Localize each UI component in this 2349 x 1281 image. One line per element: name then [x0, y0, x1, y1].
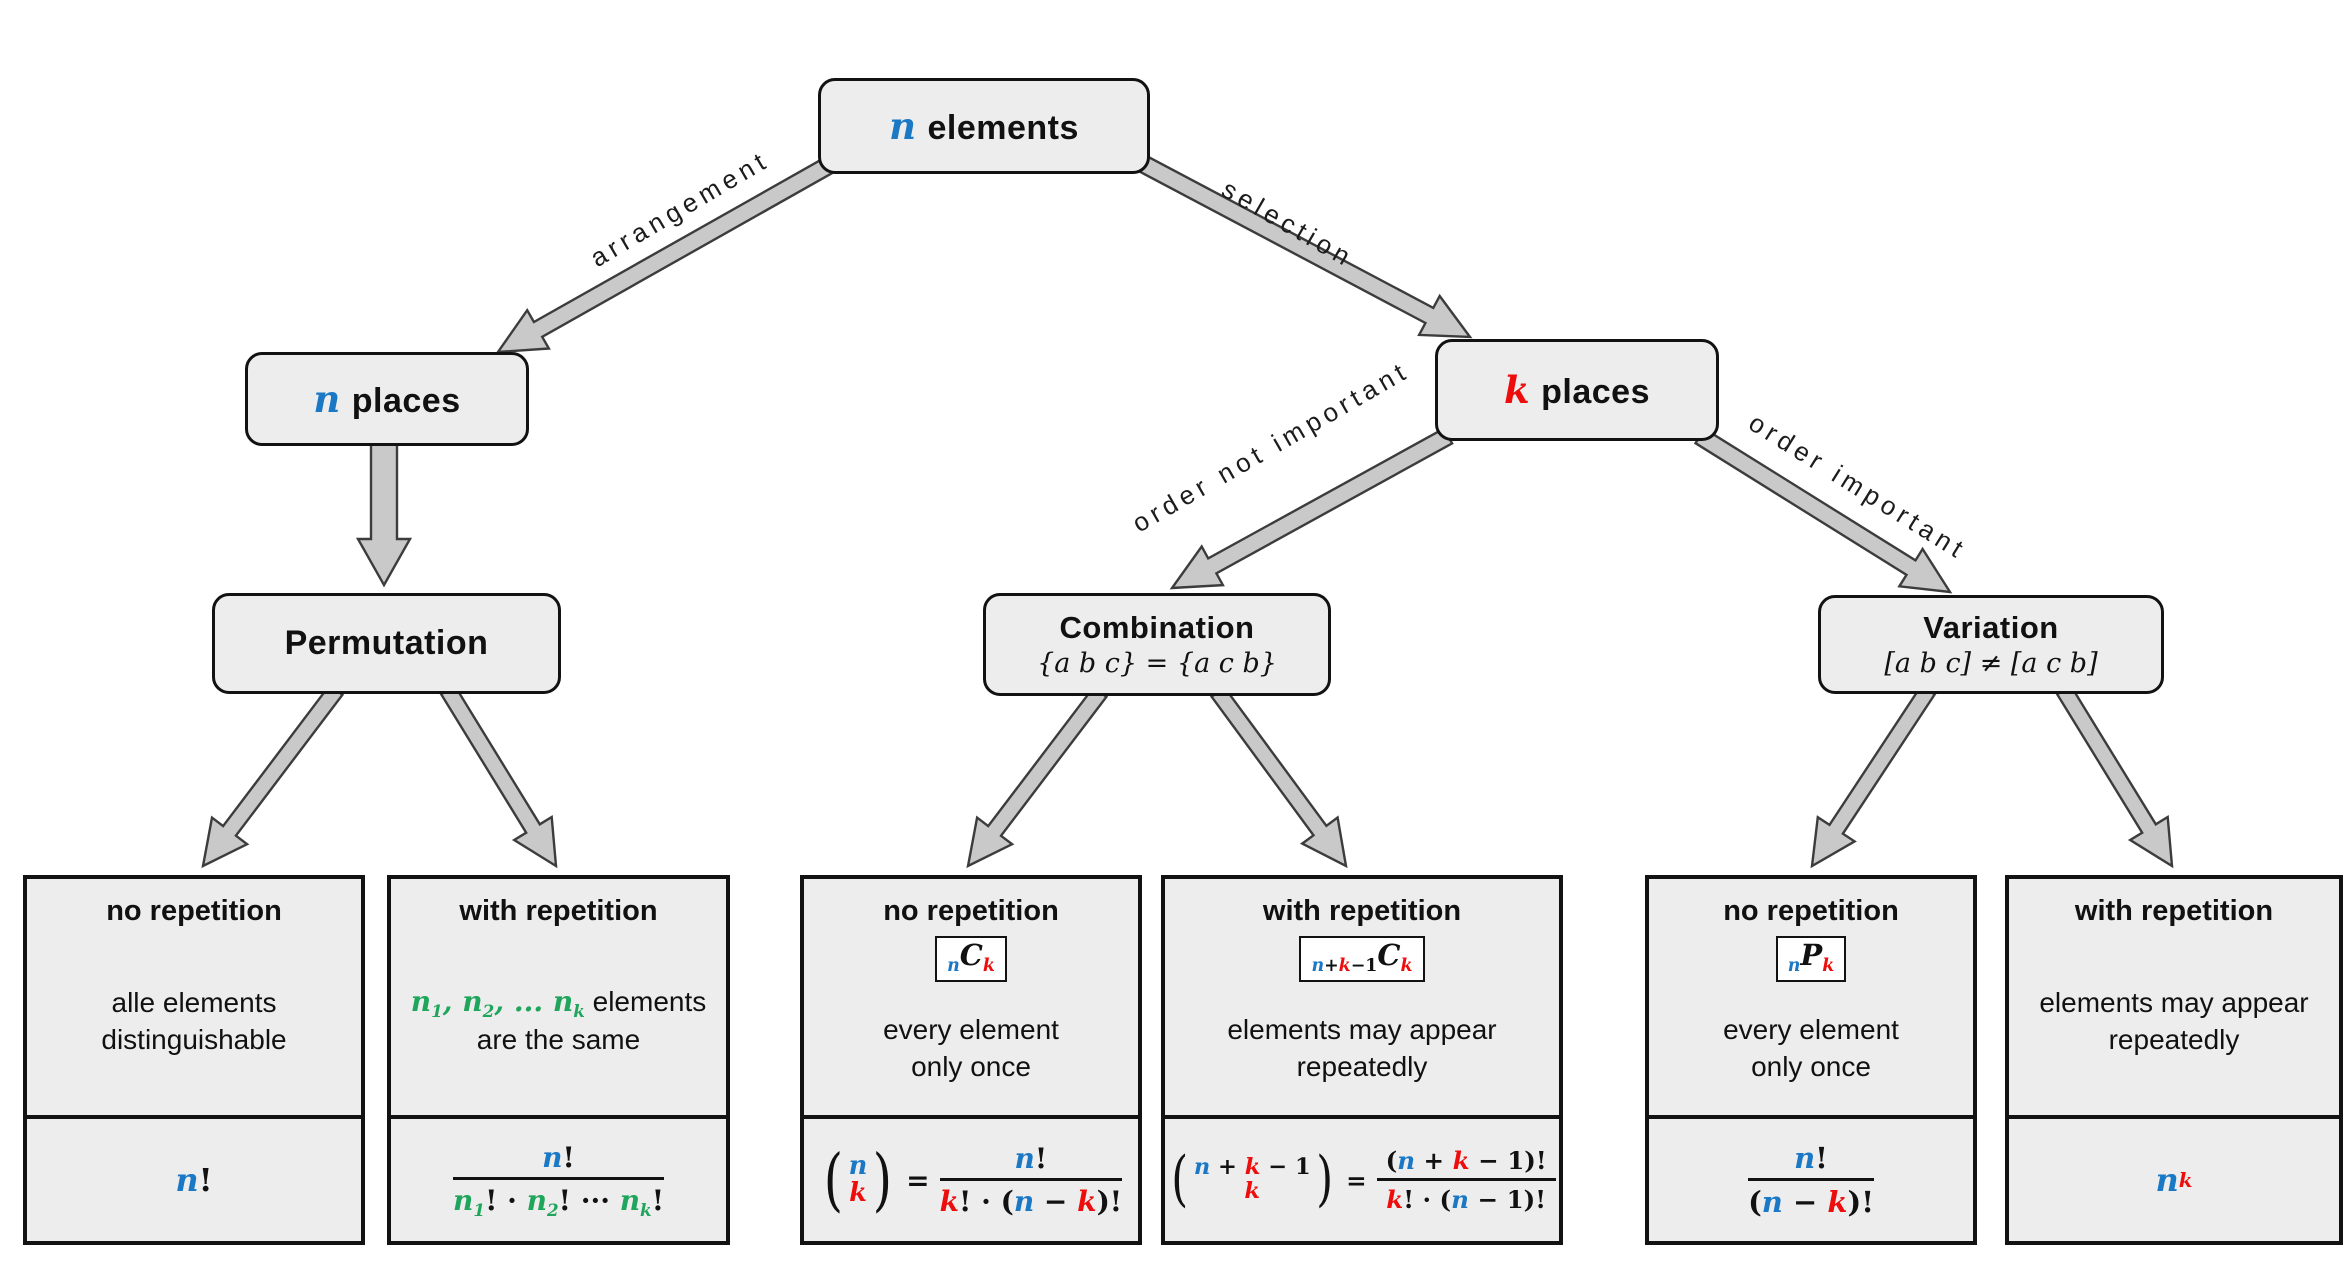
leaf-description: alle elements distinguishable — [101, 986, 287, 1055]
node-permutation-title: Permutation — [284, 624, 489, 662]
leaf-description: every element only once — [1723, 1013, 1899, 1082]
arrow-root-to-k-places — [1130, 150, 1473, 339]
leaf-permutation-with-repetition: with repetition n1, n2, ... nk elements … — [387, 875, 730, 1245]
leaf-heading: no repetition — [883, 895, 1059, 927]
binomial: ( n + k − 1 k ) — [1171, 1144, 1333, 1215]
node-permutation: Permutation — [212, 593, 561, 694]
arrow-combination-to-with-rep — [1209, 685, 1348, 869]
node-combination-subtitle: {a b c} = {a c b} — [1037, 648, 1277, 679]
arrow-permutation-to-no-rep — [201, 683, 345, 869]
leaf-heading: no repetition — [106, 895, 282, 927]
leaf-permutation-no-repetition: no repetition alle elements distinguisha… — [23, 875, 365, 1245]
arrow-k-places-to-variation — [1693, 427, 1953, 594]
node-variation: Variation [a b c] ≠ [a c b] — [1818, 595, 2164, 694]
node-variation-title: Variation — [1923, 610, 2059, 645]
formula-n-factorial: n! — [175, 1161, 213, 1199]
leaf-heading: no repetition — [1723, 895, 1899, 927]
arrow-combination-to-no-rep — [966, 685, 1109, 869]
arrow-k-places-to-combination — [1169, 426, 1454, 590]
leaf-description: n1, n2, ... nk elements are the same — [410, 985, 707, 1056]
node-variation-subtitle: [a b c] ≠ [a c b] — [1884, 648, 2098, 679]
leaf-heading: with repetition — [1262, 895, 1462, 927]
formula-multiset-permutation: n! n1! · n2! ··· nk! — [453, 1140, 664, 1220]
formula-binomial-coefficient: ( n k ) = n! k! · (n − k)! — [820, 1139, 1123, 1220]
node-combination-title: Combination — [1059, 610, 1255, 645]
binomial: ( n k ) — [823, 1139, 893, 1220]
arrow-root-to-n-places — [495, 150, 844, 354]
node-combination: Combination {a b c} = {a c b} — [983, 593, 1331, 696]
formula-badge-nPk: nPk — [1775, 936, 1847, 983]
formula-k-permutation: n! (n − k)! — [1748, 1141, 1874, 1219]
leaf-combination-no-repetition: no repetition nCk every element only onc… — [800, 875, 1142, 1245]
arrow-variation-to-no-rep — [1810, 683, 1937, 869]
formula-badge-n+k-1Ck: n+k−1Ck — [1299, 936, 1425, 983]
arrow-permutation-to-with-rep — [439, 684, 558, 869]
leaf-description: elements may appear repeatedly — [2039, 986, 2309, 1055]
leaf-combination-with-repetition: with repetition n+k−1Ck elements may app… — [1161, 875, 1563, 1245]
leaf-description: every element only once — [883, 1013, 1059, 1082]
leaf-variation-no-repetition: no repetition nPk every element only onc… — [1645, 875, 1977, 1245]
leaf-variation-with-repetition: with repetition elements may appear repe… — [2005, 875, 2343, 1245]
leaf-description: elements may appear repeatedly — [1227, 1013, 1497, 1082]
formula-multiset-coefficient: ( n + k − 1 k ) = (n + k − 1)! k! · (n −… — [1168, 1144, 1556, 1215]
formula-badge-nCk: nCk — [935, 936, 1007, 983]
leaf-heading: with repetition — [459, 895, 658, 927]
leaf-heading: with repetition — [2074, 895, 2274, 927]
arrow-variation-to-with-rep — [2055, 684, 2174, 869]
